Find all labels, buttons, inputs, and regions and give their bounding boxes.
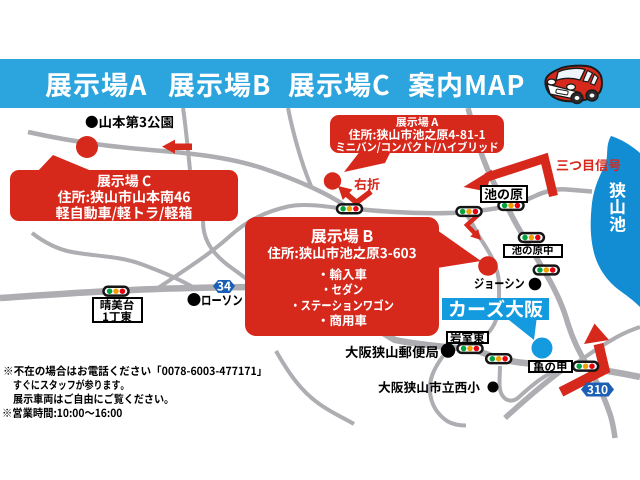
svg-text:34: 34 bbox=[217, 278, 231, 295]
svg-text:310: 310 bbox=[587, 381, 608, 398]
